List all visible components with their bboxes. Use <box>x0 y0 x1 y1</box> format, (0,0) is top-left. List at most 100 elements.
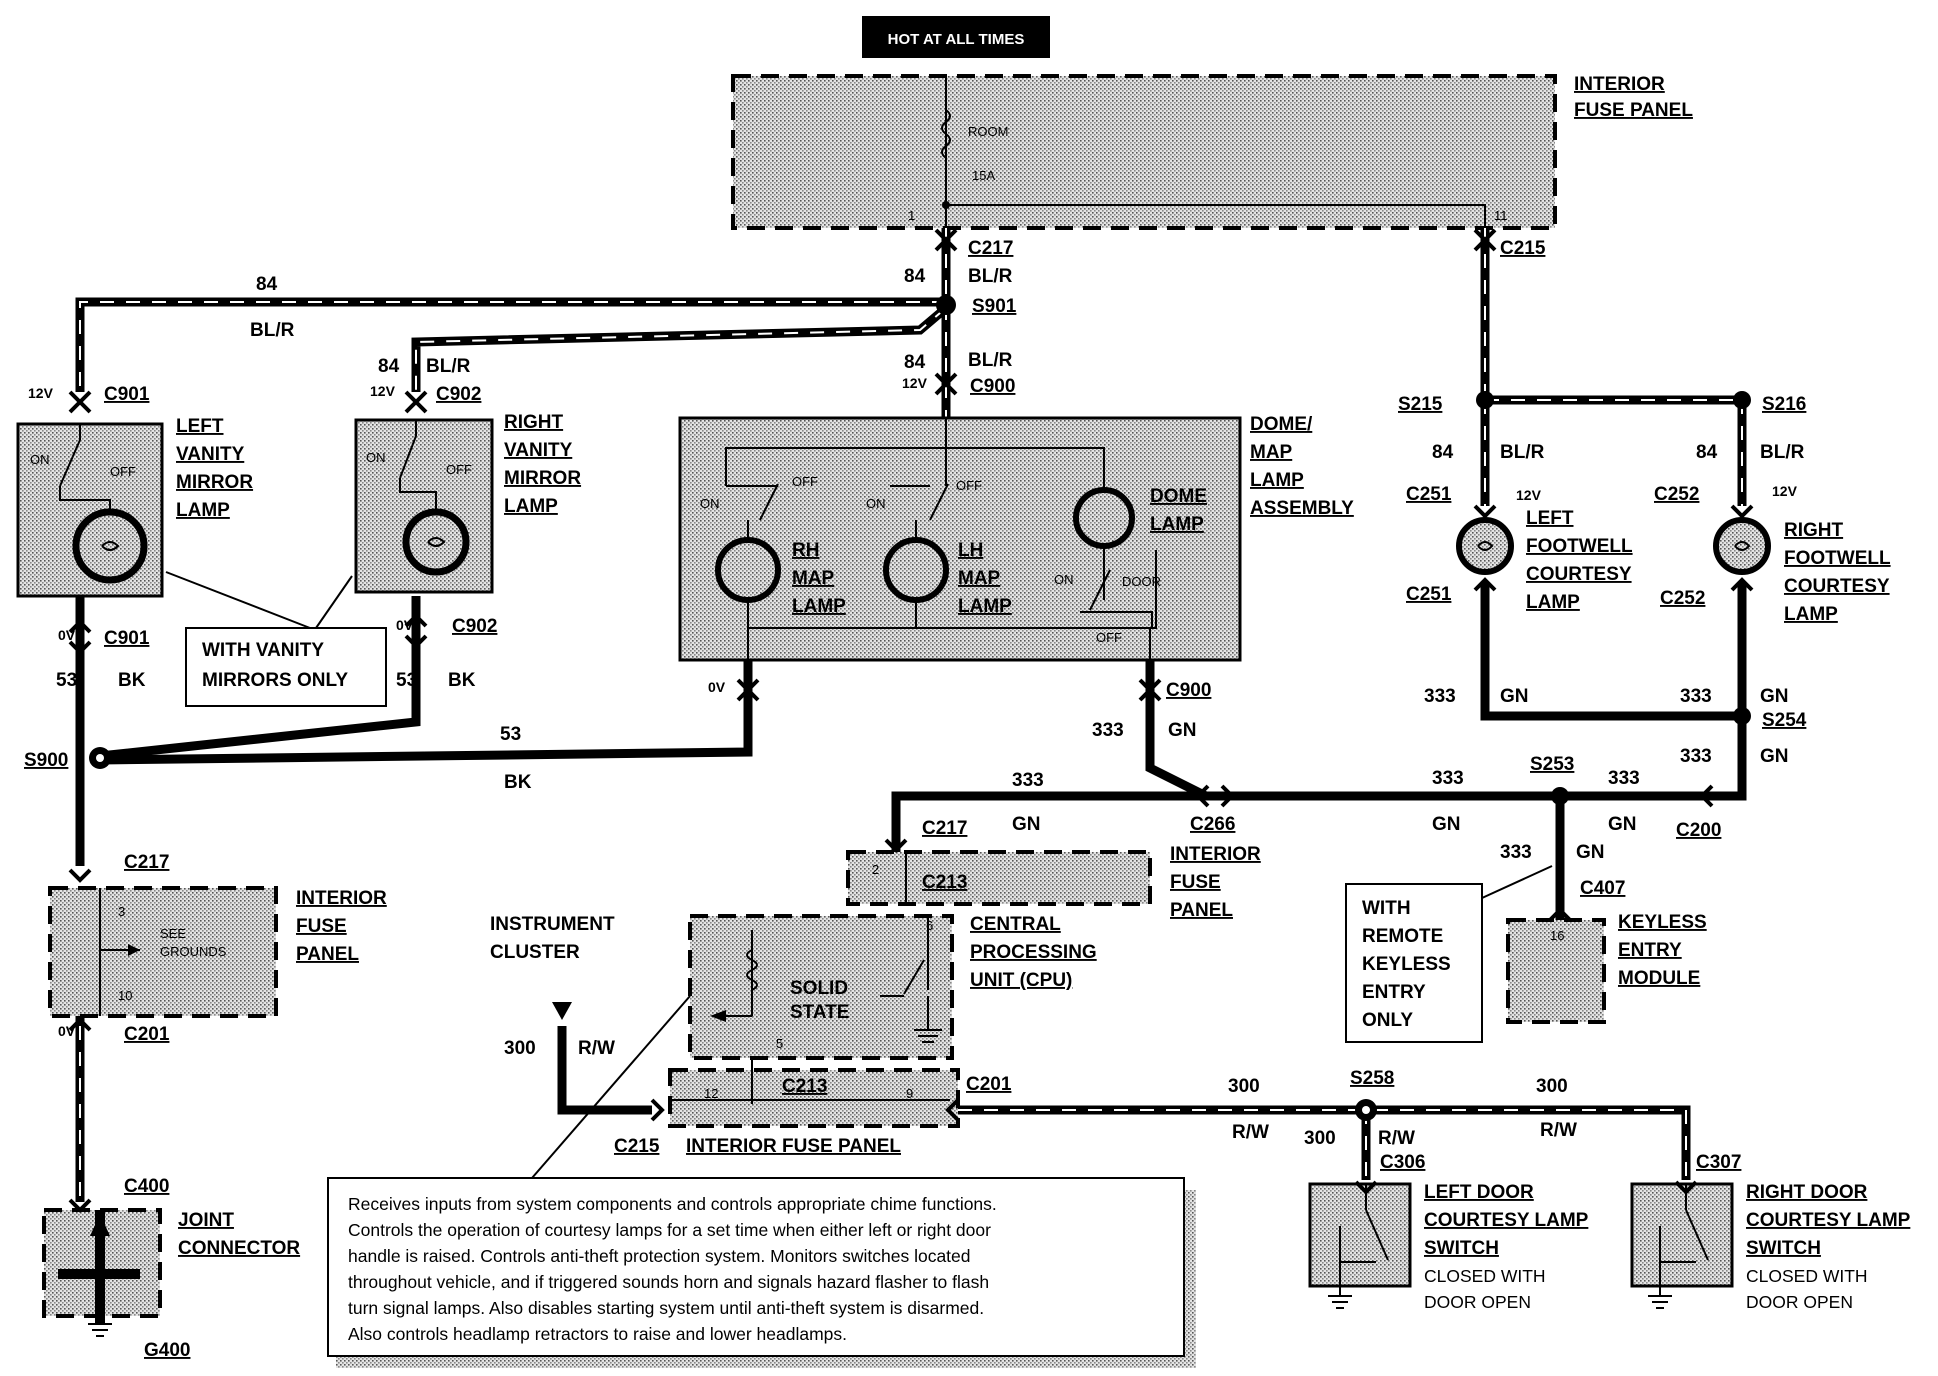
svg-text:BK: BK <box>448 670 476 691</box>
fuse-rating: 15A <box>972 168 995 183</box>
svg-text:INSTRUMENT: INSTRUMENT <box>490 914 615 935</box>
svg-text:C217: C217 <box>124 852 169 873</box>
svg-text:S900: S900 <box>24 750 68 771</box>
wire-53-bk <box>75 596 753 866</box>
svg-text:300: 300 <box>1228 1076 1260 1097</box>
svg-text:10: 10 <box>118 988 132 1003</box>
svg-text:C215: C215 <box>614 1136 660 1157</box>
wire-300-rw <box>557 1026 1691 1180</box>
instrument-cluster-arrow <box>552 1002 572 1020</box>
svg-text:333: 333 <box>1012 770 1044 791</box>
svg-text:84: 84 <box>904 352 926 373</box>
svg-text:300: 300 <box>1536 1076 1568 1097</box>
svg-text:12V: 12V <box>1516 487 1542 503</box>
svg-text:53: 53 <box>56 670 77 691</box>
svg-text:GN: GN <box>1608 814 1637 835</box>
svg-text:LAMP: LAMP <box>1784 604 1838 625</box>
svg-text:G400: G400 <box>144 1340 190 1361</box>
svg-text:MAP: MAP <box>792 568 835 589</box>
svg-text:RIGHT: RIGHT <box>1784 520 1844 541</box>
svg-text:COURTESY LAMP: COURTESY LAMP <box>1424 1210 1589 1231</box>
left-vanity-mirror-lamp: ON OFF LEFT VANITY MIRROR LAMP <box>16 416 253 598</box>
svg-text:BL/R: BL/R <box>1760 442 1805 463</box>
svg-text:84: 84 <box>904 266 926 287</box>
svg-text:BK: BK <box>504 772 532 793</box>
left-door-courtesy-lamp-switch: LEFT DOOR COURTESY LAMP SWITCH CLOSED WI… <box>1308 1182 1589 1312</box>
svg-text:INTERIOR FUSE PANEL: INTERIOR FUSE PANEL <box>686 1136 901 1157</box>
svg-text:R/W: R/W <box>578 1038 615 1059</box>
svg-text:MIRROR: MIRROR <box>504 468 581 489</box>
svg-text:DOOR: DOOR <box>1122 574 1161 589</box>
svg-text:Receives inputs from system co: Receives inputs from system components a… <box>348 1194 997 1214</box>
svg-text:C213: C213 <box>782 1076 827 1097</box>
svg-text:DOME/: DOME/ <box>1250 414 1313 435</box>
svg-text:333: 333 <box>1680 686 1712 707</box>
svg-text:CENTRAL: CENTRAL <box>970 914 1061 935</box>
svg-text:333: 333 <box>1608 768 1640 789</box>
svg-text:FUSE: FUSE <box>296 916 347 937</box>
svg-text:KEYLESS: KEYLESS <box>1618 912 1707 933</box>
svg-text:C407: C407 <box>1580 878 1625 899</box>
svg-text:OFF: OFF <box>792 474 818 489</box>
svg-text:LAMP: LAMP <box>958 596 1012 617</box>
svg-text:CONNECTOR: CONNECTOR <box>178 1238 300 1259</box>
svg-text:333: 333 <box>1680 746 1712 767</box>
svg-text:C902: C902 <box>436 384 481 405</box>
svg-text:333: 333 <box>1092 720 1124 741</box>
svg-text:C900: C900 <box>970 376 1015 397</box>
connector-labels: C217 C215 S901 C900 C901 C901 C902 C902 … <box>24 238 1807 1361</box>
svg-text:5: 5 <box>776 1036 783 1051</box>
svg-text:WITH: WITH <box>1362 898 1411 919</box>
svg-text:53: 53 <box>500 724 521 745</box>
svg-text:C252: C252 <box>1654 484 1699 505</box>
svg-text:C901: C901 <box>104 384 150 405</box>
hot-label: HOT AT ALL TIMES <box>888 31 1025 48</box>
remote-keyless-callout: WITH REMOTE KEYLESS ENTRY ONLY <box>1345 865 1553 1043</box>
svg-text:S901: S901 <box>972 296 1017 317</box>
svg-text:LEFT: LEFT <box>176 416 224 437</box>
svg-text:COURTESY LAMP: COURTESY LAMP <box>1746 1210 1911 1231</box>
svg-text:GN: GN <box>1168 720 1197 741</box>
svg-text:BL/R: BL/R <box>426 356 471 377</box>
svg-text:GN: GN <box>1500 686 1529 707</box>
svg-text:300: 300 <box>1304 1128 1336 1149</box>
svg-text:ON: ON <box>700 496 720 511</box>
svg-text:ON: ON <box>1054 572 1074 587</box>
left-footwell-courtesy-lamp: LEFT FOOTWELL COURTESY LAMP <box>1456 508 1633 613</box>
interior-fuse-panel-mid: 2 INTERIOR FUSE PANEL <box>846 844 1261 921</box>
interior-fuse-panel-left: 3 10 SEE GROUNDS INTERIOR FUSE PANEL <box>48 886 387 1018</box>
svg-text:C901: C901 <box>104 628 150 649</box>
svg-text:GROUNDS: GROUNDS <box>160 944 227 959</box>
svg-text:BL/R: BL/R <box>968 266 1013 287</box>
svg-text:JOINT: JOINT <box>178 1210 234 1231</box>
svg-text:MODULE: MODULE <box>1618 968 1700 989</box>
svg-text:VANITY: VANITY <box>504 440 573 461</box>
svg-text:C251: C251 <box>1406 484 1452 505</box>
connector-marks <box>68 228 1754 1213</box>
svg-text:C213: C213 <box>922 872 967 893</box>
svg-text:PANEL: PANEL <box>1170 900 1233 921</box>
svg-text:OFF: OFF <box>956 478 982 493</box>
svg-text:COURTESY: COURTESY <box>1784 576 1890 597</box>
svg-text:STATE: STATE <box>790 1002 849 1023</box>
svg-text:84: 84 <box>1696 442 1718 463</box>
svg-text:FOOTWELL: FOOTWELL <box>1526 536 1633 557</box>
svg-text:2: 2 <box>872 862 879 877</box>
svg-text:C217: C217 <box>968 238 1013 259</box>
svg-text:S253: S253 <box>1530 754 1574 775</box>
svg-text:INTERIOR: INTERIOR <box>296 888 387 909</box>
pin-11: 11 <box>1494 208 1508 223</box>
svg-text:C252: C252 <box>1660 588 1705 609</box>
svg-text:C201: C201 <box>124 1024 170 1045</box>
svg-text:MAP: MAP <box>958 568 1001 589</box>
svg-text:MIRRORS ONLY: MIRRORS ONLY <box>202 670 348 691</box>
svg-text:handle is raised. Controls ant: handle is raised. Controls anti-theft pr… <box>348 1246 971 1266</box>
svg-text:9: 9 <box>906 1086 913 1101</box>
svg-text:LAMP: LAMP <box>792 596 846 617</box>
svg-text:12V: 12V <box>370 383 396 399</box>
svg-text:CLOSED WITH: CLOSED WITH <box>1746 1266 1868 1286</box>
svg-text:3: 3 <box>118 904 125 919</box>
svg-text:12V: 12V <box>902 375 928 391</box>
svg-text:333: 333 <box>1424 686 1456 707</box>
